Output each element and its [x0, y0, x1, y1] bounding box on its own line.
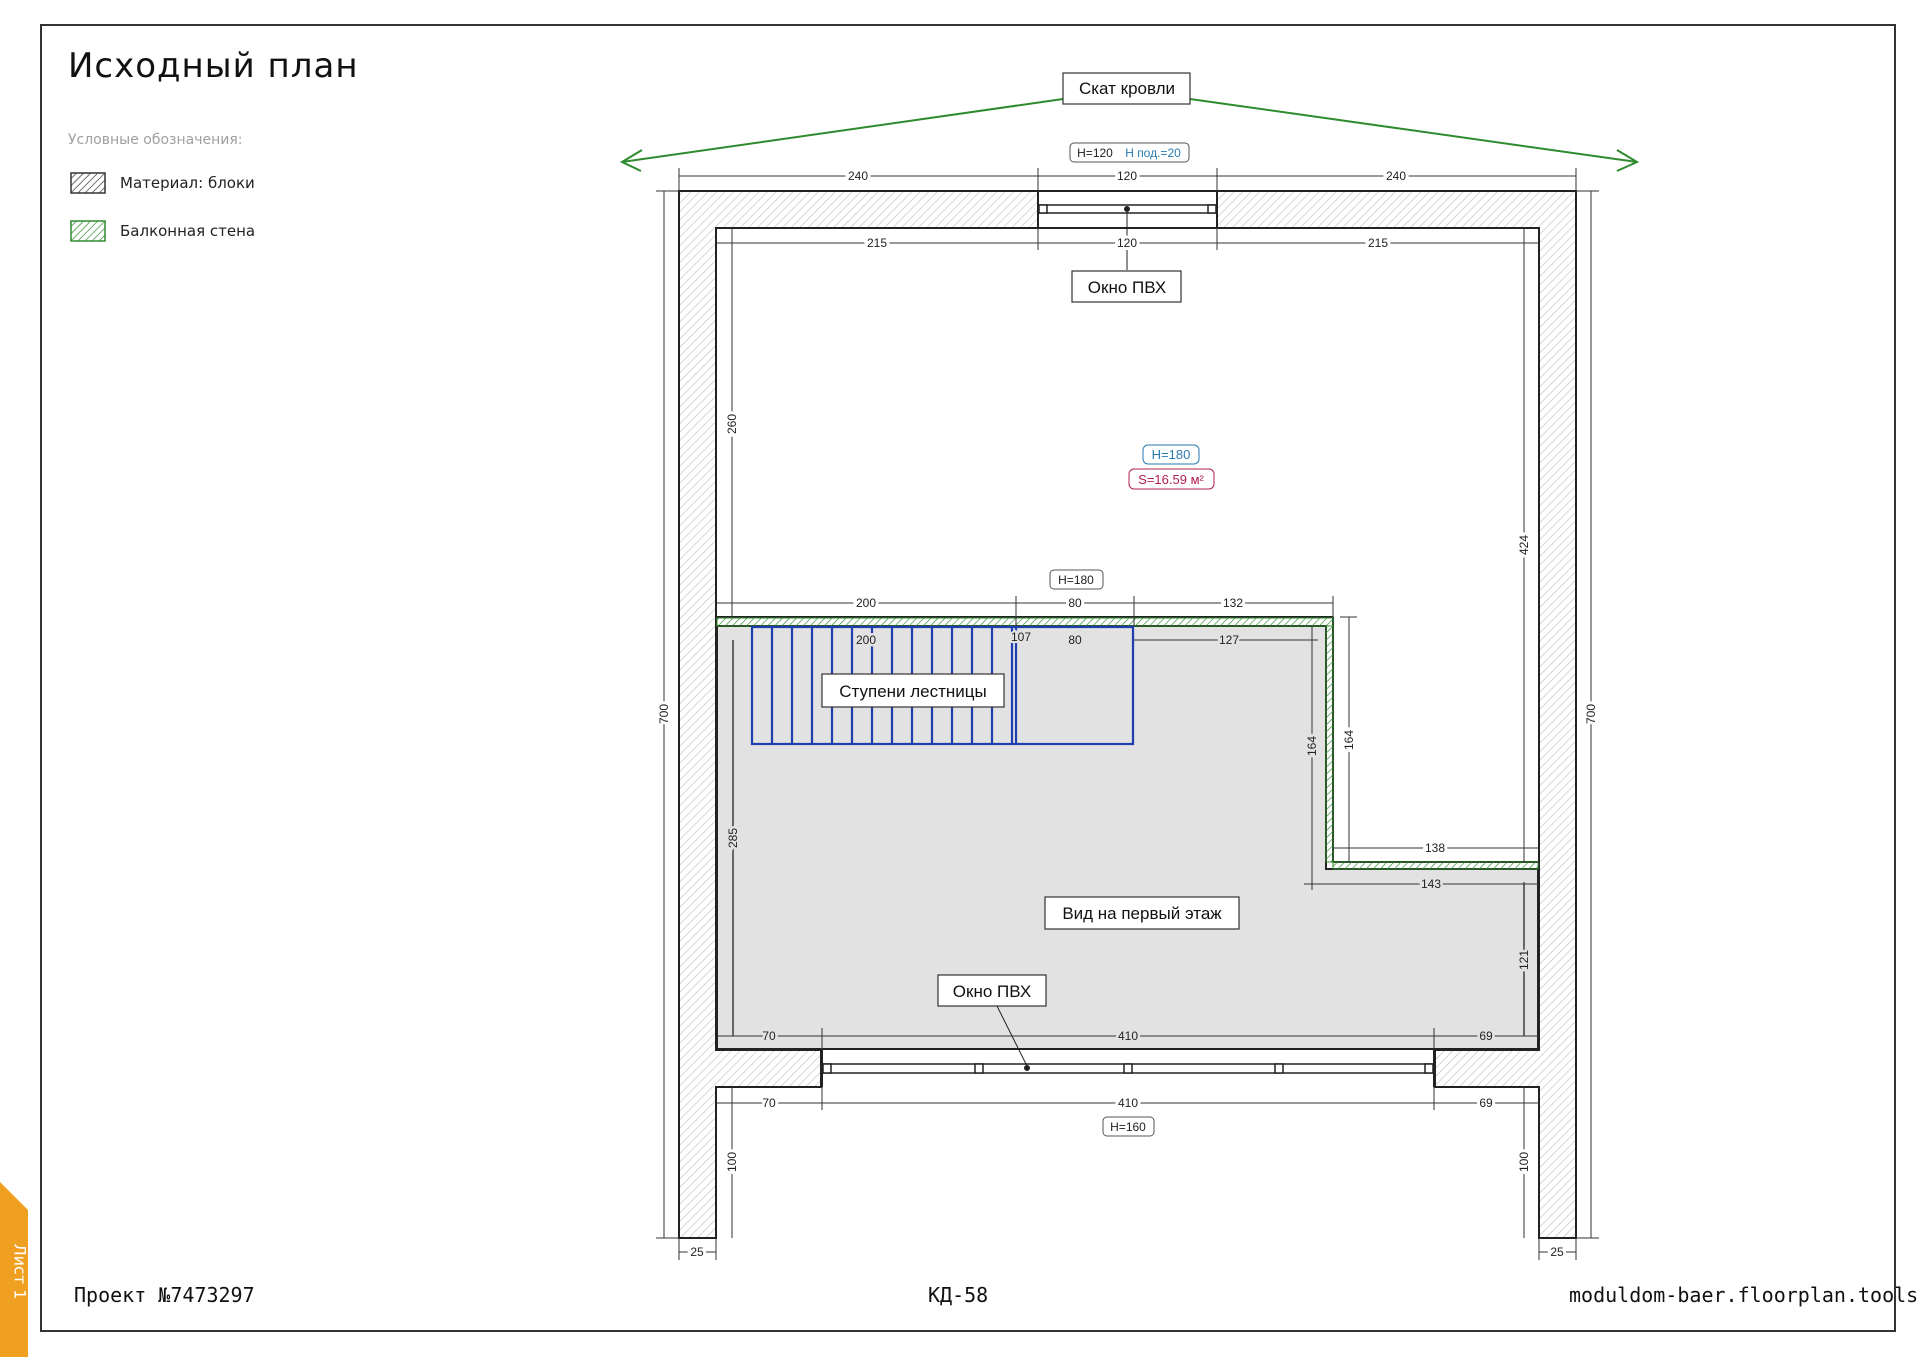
- dim-label: 215: [867, 236, 887, 250]
- dim-label: 100: [725, 1152, 739, 1172]
- dim-label: 164: [1342, 730, 1356, 750]
- dim-label: 127: [1219, 633, 1239, 647]
- dim-label: 240: [848, 169, 868, 183]
- room-height: H=180: [1152, 447, 1191, 462]
- dim-label: 100: [1517, 1152, 1531, 1172]
- dim-label: 70: [762, 1096, 776, 1110]
- blocks-hatch-swatch-icon: [70, 172, 106, 194]
- roof-slope-arrows: [619, 98, 1640, 172]
- roof-slope-label: Скат кровли: [1079, 79, 1175, 98]
- site-url: moduldom-baer.floorplan.tools: [1569, 1283, 1919, 1307]
- project-number: Проект №7473297: [74, 1283, 255, 1307]
- dim-label: 424: [1517, 535, 1531, 555]
- dim-label: 164: [1305, 736, 1319, 756]
- balcony-hatch-swatch-icon: [70, 220, 106, 242]
- balcony-walls: [716, 617, 1539, 870]
- dim-label: 69: [1479, 1029, 1493, 1043]
- dimension-lines: [656, 168, 1599, 1260]
- opening-height: H=180: [1058, 573, 1094, 587]
- dimension-labels: 240 120 240 215 120 215 260 700 700 424 …: [654, 166, 1601, 1262]
- dim-label: 25: [1550, 1245, 1564, 1259]
- top-window-height: H=120: [1077, 146, 1113, 160]
- sheet-tab[interactable]: [0, 1182, 28, 1357]
- dim-label: 120: [1117, 236, 1137, 250]
- legend-item-blocks: Материал: блоки: [70, 172, 255, 194]
- legend-label-blocks: Материал: блоки: [120, 174, 255, 192]
- stairs-label: Ступени лестницы: [839, 682, 987, 701]
- sheet-code: КД-58: [928, 1283, 989, 1307]
- dim-label: 200: [856, 596, 876, 610]
- bottom-window-height: H=160: [1110, 1120, 1146, 1134]
- dim-label: 107: [1011, 630, 1031, 644]
- dim-label: 700: [657, 704, 671, 724]
- dim-label: 25: [690, 1245, 704, 1259]
- dim-label: 120: [1117, 169, 1137, 183]
- dim-label: 215: [1368, 236, 1388, 250]
- stair-steps: [750, 625, 1135, 746]
- dim-label: 260: [725, 414, 739, 434]
- window-bottom-label: Окно ПВХ: [953, 982, 1031, 1001]
- legend-label-balcony: Балконная стена: [120, 222, 256, 240]
- dim-label: 80: [1068, 633, 1082, 647]
- dim-label: 143: [1421, 877, 1441, 891]
- page-title: Исходный план: [68, 46, 359, 86]
- height-tags: H=120 H под.=20 H=180 S=16.59 м² H=180 H…: [1049, 142, 1215, 1137]
- drawing-sheet-frame: [40, 24, 1896, 1332]
- window-top-label: Окно ПВХ: [1088, 278, 1166, 297]
- dim-label: 132: [1223, 596, 1243, 610]
- sheet-tab-label: Лист 1: [10, 1243, 30, 1300]
- dim-label: 410: [1118, 1029, 1138, 1043]
- dim-label: 700: [1584, 704, 1598, 724]
- bottom-window: [821, 1005, 1435, 1087]
- top-window-sill-height: H под.=20: [1125, 146, 1181, 160]
- callouts: Скат кровли Окно ПВХ Ступени лестницы Ви…: [821, 72, 1240, 1007]
- dim-label: 121: [1517, 950, 1531, 970]
- dim-label: 80: [1068, 596, 1082, 610]
- dim-label: 200: [856, 633, 876, 647]
- dim-label: 69: [1479, 1096, 1493, 1110]
- top-window: [1038, 204, 1217, 270]
- legend-heading: Условные обозначения:: [68, 132, 243, 148]
- legend-item-balcony: Балконная стена: [70, 220, 255, 242]
- dim-label: 240: [1386, 169, 1406, 183]
- dim-label: 285: [726, 828, 740, 848]
- dim-label: 70: [762, 1029, 776, 1043]
- dim-label: 138: [1425, 841, 1445, 855]
- dim-label: 410: [1118, 1096, 1138, 1110]
- first-floor-view-label: Вид на первый этаж: [1062, 904, 1222, 923]
- room-area: S=16.59 м²: [1138, 472, 1204, 487]
